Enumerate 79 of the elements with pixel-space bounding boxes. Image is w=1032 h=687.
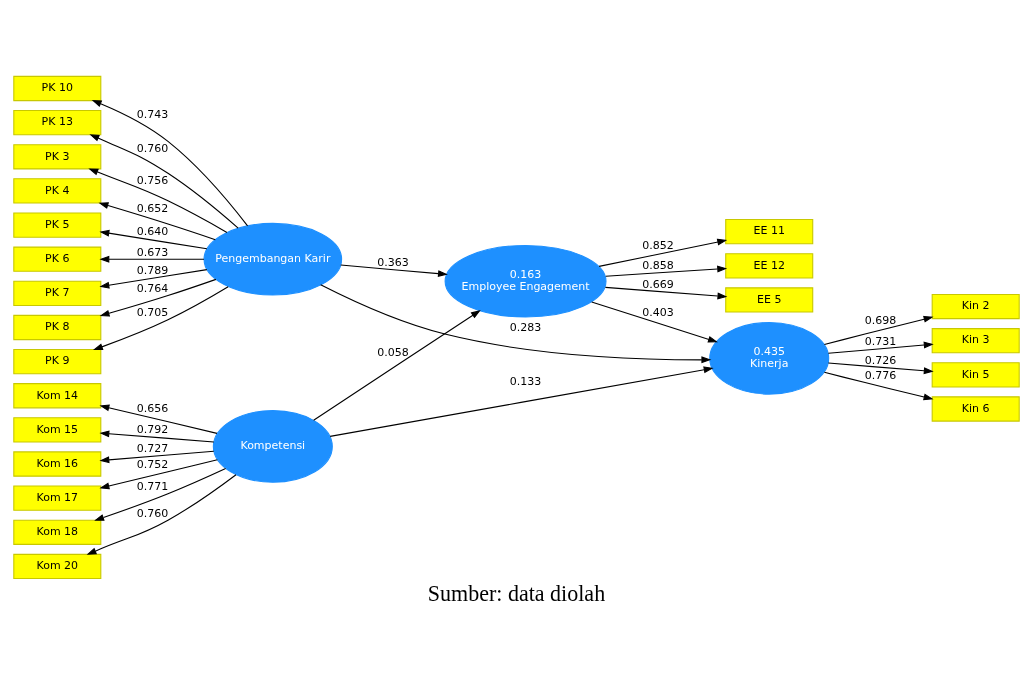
edge-label: 0.858	[641, 258, 674, 272]
node-box: Kom 14	[12, 382, 101, 408]
edge-label: 0.640	[136, 224, 168, 238]
arrow	[823, 315, 934, 345]
edge-label: 0.760	[136, 506, 168, 520]
arrow	[827, 341, 934, 354]
node-box: EE 11	[724, 218, 813, 244]
edge-label: 0.771	[136, 479, 168, 493]
node-box: Kin 3	[931, 327, 1020, 353]
arrow	[93, 467, 226, 521]
edge-label: 0.698	[864, 313, 896, 327]
arrow	[604, 265, 727, 277]
arrow	[319, 283, 711, 363]
node-box: PK 4	[12, 177, 101, 204]
edge-label: 0.705	[136, 305, 168, 319]
arrow	[339, 264, 448, 277]
arrow	[98, 229, 207, 249]
edge-label: 0.752	[136, 457, 168, 471]
edge-label: 0.363	[376, 255, 409, 269]
edge-label: 0.673	[136, 245, 168, 259]
node-ellipse: Pengembangan Karir	[203, 222, 342, 296]
edge-label: 0.764	[136, 281, 168, 295]
node-box: Kom 18	[12, 519, 101, 545]
edge-label: 0.776	[864, 368, 896, 382]
arrow	[98, 458, 218, 489]
node-box: Kom 20	[12, 553, 101, 579]
arrow	[99, 278, 216, 317]
node-box: Kom 15	[12, 416, 101, 443]
edge-label: 0.743	[136, 107, 168, 121]
arrow	[598, 238, 727, 267]
arrow	[98, 255, 204, 263]
edge-label: 0.652	[136, 201, 168, 215]
edge-label: 0.789	[136, 263, 168, 277]
arrow	[590, 300, 718, 343]
node-box: Kin 6	[931, 395, 1020, 422]
node-box: PK 7	[12, 280, 101, 306]
arrow	[98, 429, 214, 442]
node-box: Kin 5	[931, 361, 1020, 387]
node-box: EE 5	[724, 286, 813, 313]
arrow	[87, 167, 227, 233]
arrow	[827, 361, 934, 374]
arrow	[312, 309, 481, 421]
arrow	[92, 285, 229, 350]
edge-label: 0.669	[641, 277, 674, 291]
node-box: PK 10	[12, 75, 101, 101]
edge-label: 0.133	[509, 374, 541, 388]
node-box: PK 8	[12, 314, 101, 340]
node-box: PK 3	[12, 143, 101, 169]
arrow	[88, 133, 239, 229]
edge-label: 0.760	[136, 141, 168, 155]
edge-label: 0.727	[136, 441, 168, 455]
node-ellipse: Kompetensi	[212, 409, 333, 483]
node-box: PK 5	[12, 211, 101, 238]
arrow	[329, 365, 714, 437]
node-box: Kin 2	[931, 293, 1020, 319]
arrow	[86, 473, 237, 555]
node-box: Kom 17	[12, 485, 101, 511]
edge-label: 0.731	[864, 334, 896, 348]
node-box: PK 6	[12, 246, 101, 272]
arrow	[91, 99, 248, 226]
arrow	[98, 403, 218, 434]
edge-label: 0.403	[641, 305, 674, 319]
node-box: PK 9	[12, 348, 101, 374]
edge-label: 0.058	[376, 345, 409, 359]
node-box: Kom 16	[12, 450, 101, 477]
edge-label: 0.656	[136, 401, 168, 415]
node-box: EE 12	[724, 252, 813, 278]
arrow	[823, 371, 933, 400]
edge-label: 0.756	[136, 173, 168, 187]
edge-label: 0.726	[864, 353, 896, 367]
arrow	[604, 286, 727, 299]
arrow	[98, 450, 214, 463]
edge-label: 0.792	[136, 422, 168, 436]
edge-label: 0.852	[641, 238, 674, 252]
arrow	[98, 201, 216, 240]
caption: Sumber: data diolah	[427, 580, 605, 606]
arrow	[98, 268, 207, 289]
edge-label: 0.283	[509, 320, 541, 334]
node-box: PK 13	[12, 109, 101, 135]
